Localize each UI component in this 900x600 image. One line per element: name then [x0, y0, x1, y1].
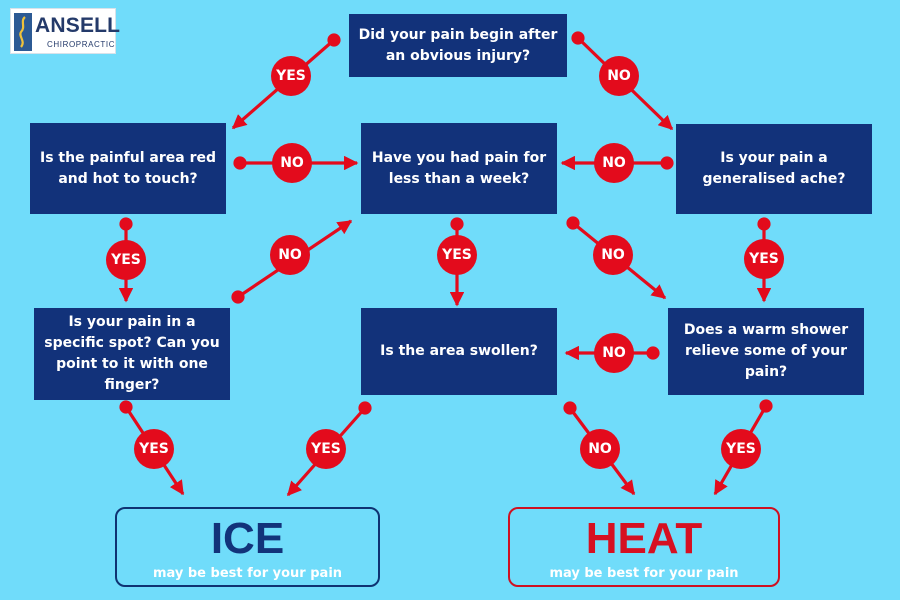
- yes-badge: YES: [744, 239, 784, 279]
- question-specific-spot: Is your pain in a specific spot? Can you…: [34, 308, 230, 400]
- question-generalised: Is your pain a generalised ache?: [676, 124, 872, 214]
- no-badge: NO: [599, 56, 639, 96]
- yes-badge: YES: [106, 240, 146, 280]
- no-badge: NO: [272, 143, 312, 183]
- ansell-logo: ANSELL CHIROPRACTIC: [10, 8, 120, 54]
- question-red-hot: Is the painful area red and hot to touch…: [30, 123, 226, 214]
- no-badge: NO: [580, 429, 620, 469]
- yes-badge: YES: [721, 429, 761, 469]
- logo-wordmark: ANSELL: [35, 14, 121, 37]
- heat-result: HEAT may be best for your pain: [508, 507, 780, 587]
- question-injury: Did your pain begin after an obvious inj…: [349, 14, 567, 77]
- yes-badge: YES: [134, 429, 174, 469]
- ice-result: ICE may be best for your pain: [115, 507, 380, 587]
- no-badge: NO: [594, 333, 634, 373]
- no-badge: NO: [593, 235, 633, 275]
- yes-badge: YES: [271, 56, 311, 96]
- yes-badge: YES: [437, 235, 477, 275]
- logo-tagline: CHIROPRACTIC: [47, 40, 116, 49]
- ice-subtitle: may be best for your pain: [152, 566, 343, 581]
- spine-logo-icon: [14, 13, 32, 51]
- no-badge: NO: [270, 235, 310, 275]
- heat-subtitle: may be best for your pain: [549, 566, 739, 581]
- question-under-week: Have you had pain for less than a week?: [361, 123, 557, 214]
- question-warm-shower: Does a warm shower relieve some of your …: [668, 308, 864, 395]
- heat-title: HEAT: [585, 514, 703, 563]
- question-swollen: Is the area swollen?: [361, 308, 557, 395]
- yes-badge: YES: [306, 429, 346, 469]
- no-badge: NO: [594, 143, 634, 183]
- ice-title: ICE: [210, 514, 285, 563]
